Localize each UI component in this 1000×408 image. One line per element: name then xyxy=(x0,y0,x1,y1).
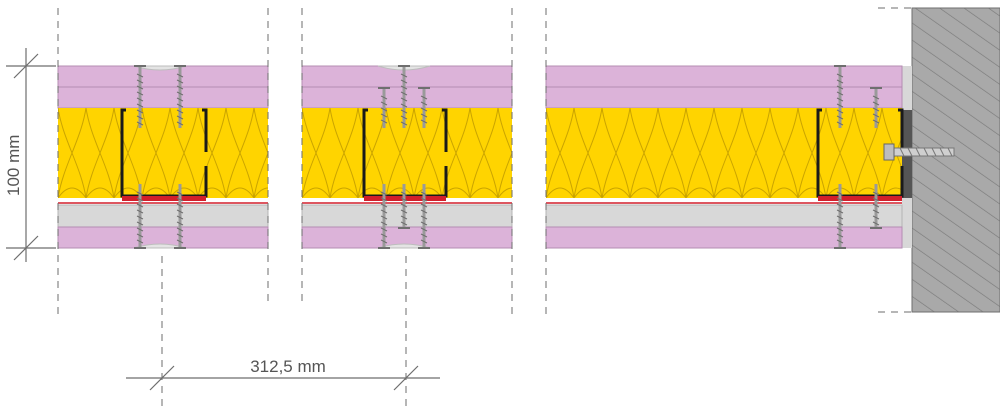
screw-icon xyxy=(378,87,390,128)
panel-right xyxy=(545,65,903,249)
screw-icon xyxy=(418,87,430,128)
spacing-dimension-label: 312,5 mm xyxy=(250,357,326,376)
height-dimension: 100 mm xyxy=(4,48,56,262)
wall-anchor-icon xyxy=(883,143,955,161)
screw-icon xyxy=(134,65,146,128)
dashed-guide-lines xyxy=(57,7,912,316)
sealing-strip xyxy=(122,196,206,201)
screw-icon xyxy=(834,65,846,128)
concrete-wall xyxy=(902,7,1000,313)
metal-stud xyxy=(120,65,208,249)
insulation-pattern xyxy=(302,108,512,198)
screw-icon xyxy=(834,184,846,249)
screw-icon xyxy=(418,184,430,249)
spacing-dimension: 312,5 mm xyxy=(126,256,440,406)
metal-studs xyxy=(120,65,904,249)
screw-icon xyxy=(870,184,882,229)
sealing-strip xyxy=(818,196,902,201)
metal-stud xyxy=(362,65,448,249)
wall-panels xyxy=(57,65,903,249)
screw-icon xyxy=(174,184,186,249)
top-board-outer xyxy=(545,65,903,88)
top-board-inner xyxy=(545,86,903,109)
top-board-inner xyxy=(57,86,269,109)
screw-icon xyxy=(398,184,410,229)
bottom-board-pink xyxy=(545,226,903,249)
screw-icon xyxy=(134,184,146,249)
panel-middle xyxy=(301,65,513,249)
panel-left xyxy=(57,65,269,249)
bottom-board-grey xyxy=(57,204,269,228)
top-board-inner xyxy=(301,86,513,109)
mineral-wool-insulation xyxy=(302,108,512,198)
screw-icon xyxy=(398,65,410,128)
screw-icon xyxy=(870,87,882,128)
bottom-board-grey xyxy=(301,204,513,228)
screw-icon xyxy=(378,184,390,249)
mineral-wool-insulation xyxy=(58,108,268,198)
metal-stud xyxy=(816,65,904,249)
screw-icon xyxy=(174,65,186,128)
insulation-pattern xyxy=(58,108,268,198)
height-dimension-label: 100 mm xyxy=(4,135,23,196)
bottom-board-grey xyxy=(545,204,903,228)
